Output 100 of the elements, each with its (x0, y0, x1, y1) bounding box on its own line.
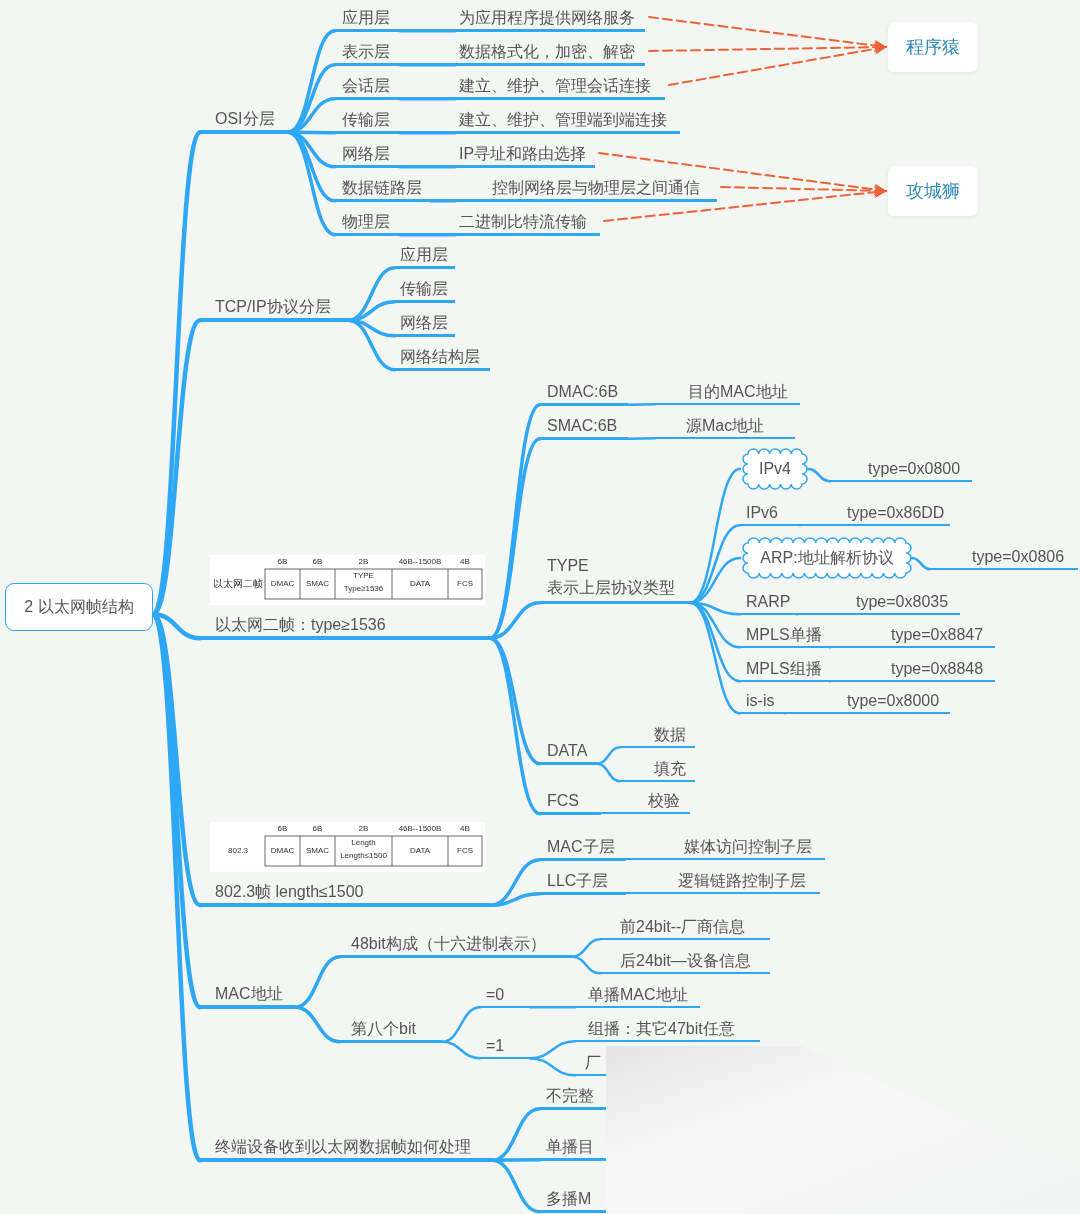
branch-topic: 表示层 (335, 41, 400, 66)
branch-line (293, 955, 342, 1009)
branch-line (398, 233, 457, 237)
frame-label: DATA (408, 580, 432, 588)
branch-topic: 传输层 (335, 109, 400, 134)
dashed-arrow (668, 43, 887, 86)
branch-topic: 校验 (600, 790, 690, 814)
branch-topic: 建立、维护、管理端到端连接 (455, 109, 680, 134)
branch-line (623, 858, 627, 861)
branch-topic: 为应用程序提供网络服务 (455, 7, 645, 32)
dashed-arrow (648, 41, 887, 54)
branch-topic: 网络层 (395, 312, 455, 337)
branch-topic: =1 (480, 1035, 530, 1059)
branch-line (440, 1040, 482, 1060)
frame-label: SMAC (304, 847, 331, 855)
branch-topic: MPLS组播 (740, 658, 830, 682)
branch-topic: type=0x0800 (830, 458, 972, 482)
branch-line (626, 437, 657, 440)
branch-line (440, 1006, 482, 1043)
branch-line (346, 300, 397, 322)
dashed-arrow (603, 186, 887, 222)
branch-topic: 二进制比特流传输 (455, 211, 600, 236)
branch-line (398, 131, 457, 135)
branch-topic: is-is (740, 690, 785, 714)
branch-topic: 网络层 (335, 143, 400, 168)
branch-topic: RARP (740, 591, 797, 615)
branch-line (528, 1057, 577, 1077)
branch-topic: 应用层 (335, 7, 400, 32)
branch-topic: 建立、维护、管理会话连接 (455, 75, 665, 100)
branch-topic: SMAC:6B (540, 415, 628, 440)
branch-line (346, 318, 397, 372)
branch-line (570, 955, 602, 975)
dashed-arrow (648, 16, 887, 52)
branch-topic: 前24bit--厂商信息 (600, 916, 770, 940)
frame-label: 46B--1500B (397, 825, 443, 833)
branch-line (488, 892, 542, 907)
branch-line (595, 762, 622, 783)
branch-topic: OSI分层 (200, 108, 288, 134)
branch-topic: 48bit构成（十六进制表示） (340, 933, 572, 958)
frame-label: Length≤1500 (339, 852, 388, 860)
branch-topic: 媒体访问控制子层 (625, 836, 825, 860)
branch-topic: FCS (540, 790, 600, 815)
branch-topic: 逻辑链路控制子层 (625, 870, 820, 894)
branch-topic: 终端设备收到以太网数据帧如何处理 (200, 1136, 492, 1162)
frame-label: TYPE (352, 572, 375, 580)
branch-line (488, 636, 542, 816)
branch-line (688, 601, 742, 715)
branch-line (595, 746, 622, 765)
frame-label: DMAC (269, 580, 296, 588)
branch-topic: 以太网二帧：type≥1536 (200, 614, 490, 640)
branch-topic: MAC子层 (540, 836, 625, 861)
branch-line (293, 1005, 342, 1044)
frame-label: 2B (357, 558, 370, 566)
frame-label: 6B (311, 558, 324, 566)
branch-line (910, 556, 932, 571)
frame-label: DMAC (269, 847, 296, 855)
branch-line (598, 812, 602, 815)
frame-label: Type≥1536 (342, 585, 385, 593)
branch-topic: 数据格式化，加密、解密 (455, 41, 645, 66)
frame-label: Length (350, 839, 377, 847)
frame-label: 以太网二帧 (212, 579, 264, 589)
branch-topic: 数据 (620, 724, 695, 748)
branch-topic: 第八个bit (340, 1018, 442, 1043)
cloud-topic: ARP:地址解析协议 (742, 537, 912, 579)
branch-line (398, 29, 457, 33)
frame-label: 2B (357, 825, 370, 833)
branch-line (490, 1158, 542, 1214)
branch-topic: MAC地址 (200, 983, 295, 1009)
branch-line (570, 938, 602, 958)
frame-label: 6B (276, 825, 289, 833)
branch-topic: type=0x8848 (830, 658, 995, 682)
cloud-topic: IPv4 (742, 448, 808, 490)
frame-label: 802.3 (227, 847, 249, 855)
branch-topic: 目的MAC地址 (655, 381, 800, 405)
callout-box: 攻城狮 (888, 166, 978, 216)
branch-topic: 后24bit—设备信息 (600, 950, 770, 974)
branch-topic: 网络结构层 (395, 346, 490, 371)
branch-topic: IP寻址和路由选择 (455, 143, 595, 168)
frame-label: 6B (311, 825, 324, 833)
frame-label: DATA (408, 847, 432, 855)
branch-topic: 数据链路层 (335, 177, 430, 202)
branch-topic: 物理层 (335, 211, 400, 236)
branch-topic: 填充 (620, 758, 695, 782)
branch-topic: 会话层 (335, 75, 400, 100)
branch-line (528, 1006, 577, 1009)
branch-line (490, 1158, 542, 1162)
branch-line (398, 97, 457, 101)
branch-topic: 应用层 (395, 244, 455, 269)
branch-topic: type=0x8035 (797, 591, 960, 615)
branch-line (398, 165, 457, 169)
branch-line (428, 199, 457, 203)
branch-topic: MPLS单播 (740, 624, 830, 648)
branch-line (398, 63, 457, 67)
branch-topic: 802.3帧 length≤1500 (200, 881, 490, 907)
frame-label: FCS (456, 847, 474, 855)
branch-topic: DMAC:6B (540, 381, 628, 406)
frame-label: 6B (276, 558, 289, 566)
branch-topic: LLC子层 (540, 870, 625, 895)
branch-line (623, 892, 627, 895)
branch-topic: TCP/IP协议分层 (200, 296, 348, 322)
